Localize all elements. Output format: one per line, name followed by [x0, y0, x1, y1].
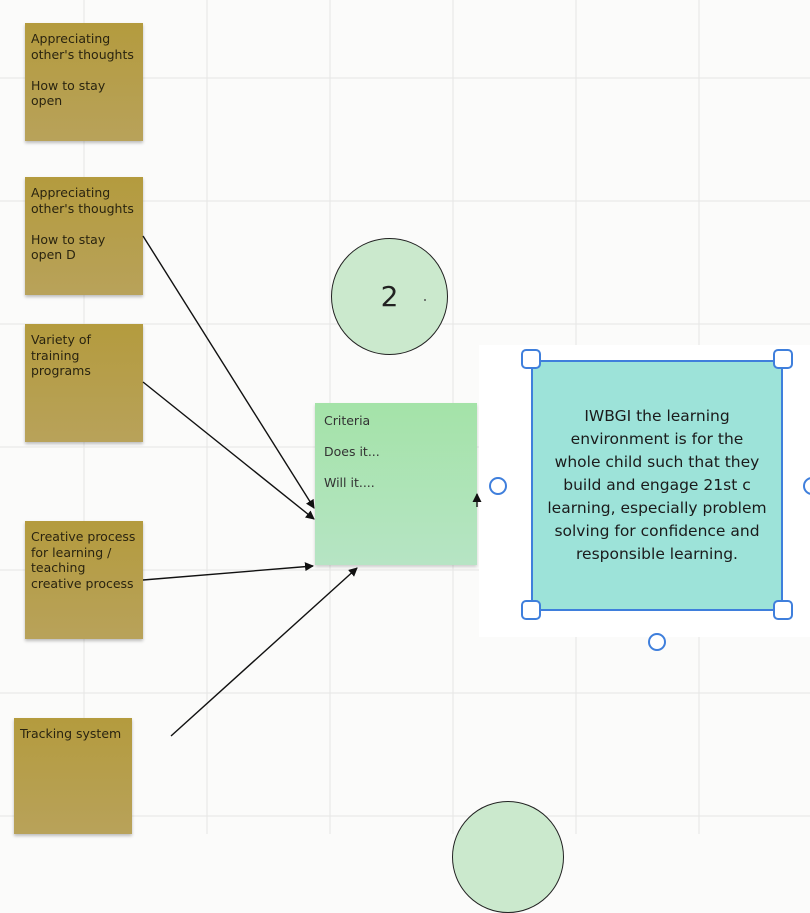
sticky-line: other's thoughts	[31, 200, 134, 216]
criteria-title: Criteria	[324, 413, 371, 428]
sticky-note-training-programs[interactable]: Variety of training programs	[25, 324, 143, 442]
selected-text-card[interactable]: IWBGI the learning environment is for th…	[531, 360, 783, 611]
arrow-from-appreciating-open-d	[142, 235, 315, 509]
circle-dot	[424, 299, 426, 301]
sticky-line: Appreciating	[31, 31, 111, 46]
sticky-note-appreciating-open-d[interactable]: Appreciating other's thoughts How to sta…	[25, 177, 143, 295]
resize-handle-top-right[interactable]	[773, 349, 793, 369]
resize-handle-bottom-left[interactable]	[521, 600, 541, 620]
sticky-line: programs	[31, 363, 91, 378]
arrow-from-tracking-system	[170, 567, 358, 737]
sticky-line: Creative process	[31, 529, 136, 544]
numbered-circle[interactable]: 2	[331, 238, 448, 355]
connector-handle-left[interactable]	[489, 477, 507, 495]
sticky-line: creative process	[31, 575, 134, 591]
sticky-line: Variety of	[31, 332, 91, 347]
sticky-line: open D	[31, 247, 76, 262]
sticky-line: open	[31, 93, 63, 108]
sticky-line: other's thoughts	[31, 46, 134, 62]
sticky-line: How to stay	[31, 231, 106, 247]
circle-number-label: 2	[380, 280, 399, 313]
sticky-note-creative-process[interactable]: Creative process for learning / teaching…	[25, 521, 143, 639]
criteria-does-it: Does it...	[324, 444, 380, 459]
connector-handle-bottom[interactable]	[648, 633, 666, 651]
sticky-line: training	[31, 347, 80, 363]
sticky-line: How to stay	[31, 77, 106, 93]
card-text: IWBGI the learning environment is for th…	[547, 407, 767, 563]
sticky-note-appreciating-open[interactable]: Appreciating other's thoughts How to sta…	[25, 23, 143, 141]
sticky-note-tracking-system[interactable]: Tracking system	[14, 718, 132, 834]
resize-handle-bottom-right[interactable]	[773, 600, 793, 620]
criteria-note[interactable]: Criteria Does it... Will it....	[315, 403, 477, 565]
arrow-from-training-programs	[142, 381, 315, 520]
resize-handle-top-left[interactable]	[521, 349, 541, 369]
sticky-line: for learning /	[31, 544, 112, 560]
arrow-from-creative-process	[142, 562, 314, 581]
criteria-will-it: Will it....	[324, 475, 375, 490]
sticky-line: Tracking system	[20, 726, 122, 741]
sticky-line: teaching	[31, 560, 86, 575]
connector-arrows	[142, 235, 482, 737]
sticky-line: Appreciating	[31, 185, 111, 200]
